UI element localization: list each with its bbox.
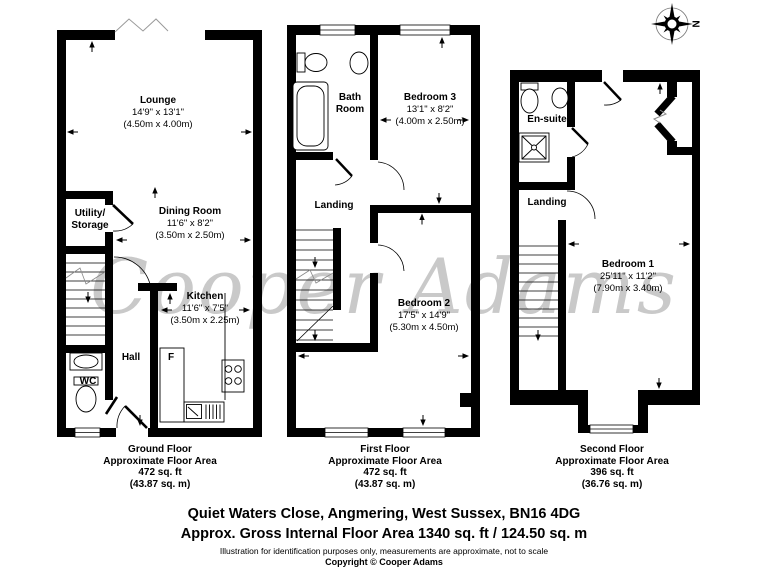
kitchen-fixtures [159, 293, 245, 423]
ground-floor-caption: Ground Floor Approximate Floor Area 472 … [103, 444, 217, 490]
ground-floor-walls [57, 30, 262, 437]
ground-floor-plan [57, 18, 262, 438]
gross-internal-area: Approx. Gross Internal Floor Area 1340 s… [180, 526, 588, 542]
room-dims-metric: (4.50m x 4.00m) [123, 119, 193, 130]
room-label-kitchen: Kitchen 11'6" x 7'5" (3.50m x 2.25m) [170, 291, 239, 327]
room-dims-imperial: 11'6" x 8'2" [166, 218, 214, 229]
caption-area-sqm: (43.87 sq. m) [354, 478, 416, 490]
room-label-bedroom1: Bedroom 1 25'11" x 11'2" (7.90m x 3.40m) [593, 259, 662, 295]
first-floor-walls [287, 25, 480, 437]
caption-area-sqm: (36.76 sq. m) [581, 478, 643, 490]
room-name: WC [79, 376, 97, 387]
caption-floor-name: First Floor [360, 444, 410, 455]
room-name: Lounge [139, 95, 177, 106]
window [74, 427, 101, 438]
caption-area-label: Approximate Floor Area [103, 455, 217, 467]
room-name: Bedroom 1 [601, 259, 655, 270]
caption-area-label: Approximate Floor Area [328, 455, 442, 467]
second-floor-caption: Second Floor Approximate Floor Area 396 … [555, 444, 669, 490]
bathroom-fixtures [292, 51, 369, 151]
caption-area-sqft: 396 sq. ft [590, 467, 634, 478]
room-label-bedroom2: Bedroom 2 17'5" x 14'9" (5.30m x 4.50m) [389, 298, 458, 334]
room-name: F [167, 352, 175, 363]
room-label-bedroom3: Bedroom 3 13'1" x 8'2" (4.00m x 2.50m) [395, 92, 464, 128]
room-label-dining: Dining Room 11'6" x 8'2" (3.50m x 2.50m) [155, 206, 224, 242]
room-dims-imperial: 17'5" x 14'9" [397, 310, 451, 321]
doors [334, 158, 405, 272]
wc-fixtures [69, 352, 103, 413]
staircase [65, 262, 106, 336]
second-floor-plan [510, 70, 700, 434]
room-dims-metric: (3.50m x 2.25m) [170, 315, 240, 326]
room-label-lounge: Lounge 14'9" x 13'1" (4.50m x 4.00m) [123, 95, 192, 131]
room-dims-metric: (5.30m x 4.50m) [389, 322, 459, 333]
caption-area-label: Approximate Floor Area [555, 455, 669, 467]
room-label-ensuite: En-suite [527, 114, 566, 126]
room-name: Room [335, 104, 365, 115]
room-name: Landing [314, 200, 354, 211]
room-name: Kitchen [186, 291, 224, 302]
caption-area-sqft: 472 sq. ft [363, 467, 407, 478]
room-label-landing-second: Landing [528, 197, 567, 209]
room-label-hall: Hall [122, 352, 140, 364]
room-dims-metric: (4.00m x 2.50m) [395, 116, 465, 127]
room-label-bathroom: Bath Room [336, 92, 364, 116]
caption-floor-name: Ground Floor [128, 444, 192, 455]
disclaimer-text: Illustration for identification purposes… [219, 546, 549, 556]
room-name: Bedroom 3 [403, 92, 457, 103]
room-name: Storage [71, 220, 109, 231]
room-name: Bath [338, 92, 362, 103]
room-dims-metric: (7.90m x 3.40m) [593, 283, 663, 294]
first-floor-plan [287, 24, 480, 438]
caption-area-sqm: (43.87 sq. m) [129, 478, 191, 490]
opening-zigzag [114, 18, 169, 33]
copyright-text: Copyright © Cooper Adams [325, 557, 443, 567]
room-label-wc: WC [80, 376, 97, 388]
room-dims-imperial: 13'1" x 8'2" [406, 104, 454, 115]
window [319, 24, 451, 438]
window [589, 424, 634, 434]
first-floor-caption: First Floor Approximate Floor Area 472 s… [328, 444, 442, 490]
room-name: En-suite [527, 114, 567, 125]
staircase [295, 229, 334, 342]
room-label-utility: Utility/ Storage [71, 208, 108, 232]
room-name: Landing [527, 197, 567, 208]
staircase [518, 245, 558, 337]
doors [566, 81, 622, 220]
room-dims-imperial: 14'9" x 13'1" [131, 107, 185, 118]
watermark-text: Cooper Adams [90, 242, 678, 331]
room-name: Bedroom 2 [397, 298, 451, 309]
dormer-walls [652, 93, 676, 145]
caption-floor-name: Second Floor [580, 444, 644, 455]
room-name: Dining Room [158, 206, 222, 217]
compass-north-label: N [689, 20, 700, 27]
room-dims-imperial: 11'6" x 7'5" [181, 303, 229, 314]
room-label-landing-first: Landing [315, 200, 354, 212]
doors [104, 204, 151, 429]
ensuite-fixtures [518, 82, 569, 163]
caption-area-sqft: 472 sq. ft [138, 467, 182, 478]
property-address: Quiet Waters Close, Angmering, West Suss… [187, 506, 581, 522]
room-dims-metric: (3.50m x 2.50m) [155, 230, 225, 241]
room-dims-imperial: 25'11" x 11'2" [600, 271, 656, 282]
room-name: Utility/ [74, 208, 106, 219]
compass-rose: N [651, 3, 700, 45]
room-name: Hall [121, 352, 141, 363]
room-label-fridge: F [168, 352, 174, 364]
second-floor-walls [510, 70, 700, 433]
